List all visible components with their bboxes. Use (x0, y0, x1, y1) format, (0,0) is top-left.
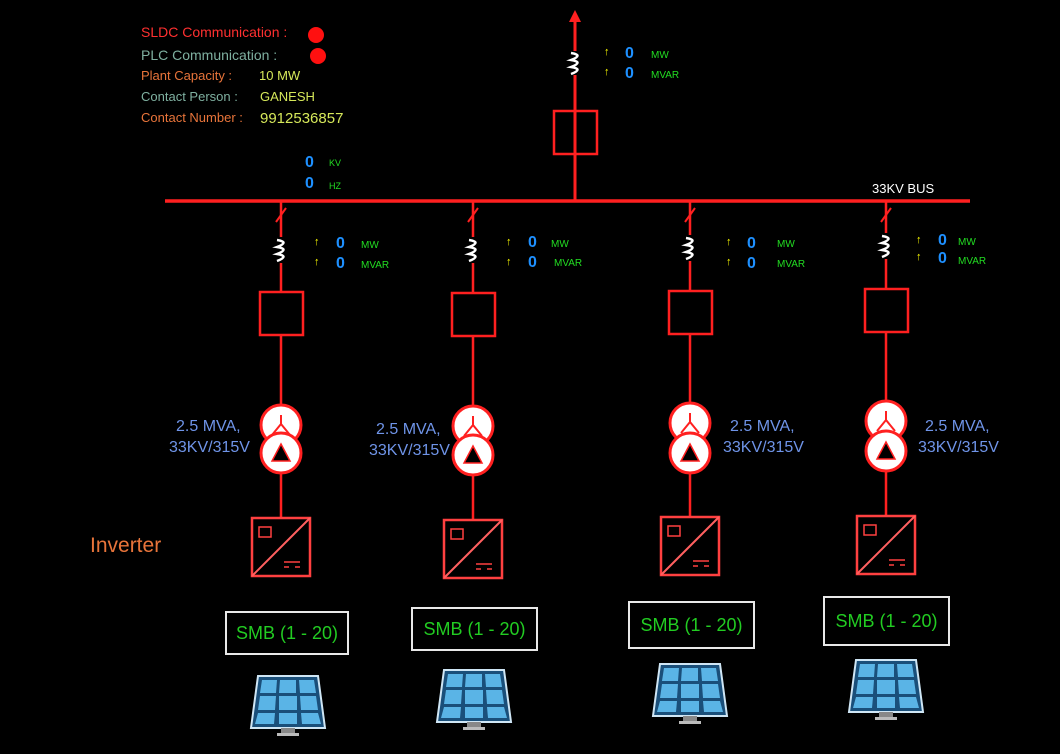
plc-status-indicator (310, 48, 326, 64)
transformer-rating: 2.5 MVA, (376, 421, 441, 438)
mvar-arrow-icon: ↑ (604, 66, 610, 78)
feeder-mvar-unit: MVAR (361, 260, 390, 271)
mvar-arrow-icon: ↑ (506, 256, 512, 268)
feeder-4 (848, 201, 924, 721)
feeder-mw-unit: MW (361, 240, 379, 251)
delta-winding-icon (270, 442, 292, 462)
smb-box[interactable]: SMB (1 - 20) (628, 601, 755, 649)
isolator-icon (275, 207, 287, 223)
wye-winding-icon (680, 413, 700, 434)
breaker[interactable] (450, 291, 497, 338)
breaker[interactable] (863, 287, 910, 334)
feeder-mw-unit: MW (958, 237, 976, 248)
feeder-mvar-value: 0 (528, 254, 537, 271)
bus-kv-unit: KV (329, 158, 342, 168)
solar-panel-icon (436, 669, 512, 731)
feeder-1 (250, 201, 326, 737)
feeder-mw-value: 0 (938, 232, 947, 249)
sldc-status-indicator (308, 27, 324, 43)
wye-winding-icon (463, 416, 483, 437)
sldc-label: SLDC Communication : (141, 24, 288, 40)
capacity-label: Plant Capacity : (141, 68, 233, 83)
mvar-arrow-icon: ↑ (726, 256, 732, 268)
feeder-mvar-unit: MVAR (554, 258, 583, 269)
bus-label: 33KV BUS (872, 181, 935, 196)
transformer-voltage: 33KV/315V (723, 439, 804, 456)
feeder-mw-value: 0 (747, 235, 756, 252)
bus-kv-value: 0 (305, 154, 314, 171)
transformer-rating: 2.5 MVA, (176, 418, 241, 435)
export-arrow-icon (569, 10, 581, 22)
isolator-icon (467, 207, 479, 223)
feeder-mw-unit: MW (551, 239, 569, 250)
transformer-voltage: 33KV/315V (918, 439, 999, 456)
smb-box[interactable]: SMB (1 - 20) (823, 596, 950, 646)
main-mvar-value: 0 (625, 65, 634, 82)
feeder-mw-value: 0 (336, 235, 345, 252)
breaker[interactable] (258, 290, 305, 337)
mw-arrow-icon: ↑ (604, 46, 610, 58)
smb-box[interactable]: SMB (1 - 20) (411, 607, 538, 651)
feeder-mw-value: 0 (528, 234, 537, 251)
mvar-arrow-icon: ↑ (916, 251, 922, 263)
solar-panel-icon (652, 663, 728, 725)
transformer-voltage: 33KV/315V (369, 442, 450, 459)
contact-value: GANESH (260, 89, 315, 104)
inverter-icon[interactable] (250, 516, 312, 578)
mw-arrow-icon: ↑ (726, 236, 732, 248)
inverter-icon[interactable] (855, 514, 917, 576)
feeder-mw-unit: MW (777, 239, 795, 250)
feeder-2 (436, 201, 512, 731)
number-value: 9912536857 (260, 110, 344, 127)
wye-winding-icon (271, 415, 291, 436)
bus-hz-value: 0 (305, 175, 314, 192)
main-breaker[interactable] (552, 109, 599, 156)
smb-box[interactable]: SMB (1 - 20) (225, 611, 349, 655)
delta-winding-icon (679, 442, 701, 462)
transformer-rating: 2.5 MVA, (925, 418, 990, 435)
main-mw-unit: MW (651, 50, 669, 61)
mw-arrow-icon: ↑ (314, 236, 320, 248)
main-mw-value: 0 (625, 45, 634, 62)
bus-hz-unit: HZ (329, 181, 341, 191)
plc-label: PLC Communication : (141, 47, 278, 63)
number-label: Contact Number : (141, 110, 243, 125)
wye-winding-icon (876, 411, 896, 432)
feeder-3 (652, 201, 728, 725)
mw-arrow-icon: ↑ (916, 234, 922, 246)
mw-arrow-icon: ↑ (506, 236, 512, 248)
inverter-label: Inverter (90, 534, 162, 557)
transformer-rating: 2.5 MVA, (730, 418, 795, 435)
breaker[interactable] (667, 289, 714, 336)
delta-winding-icon (462, 444, 484, 464)
feeder-mvar-unit: MVAR (777, 259, 806, 270)
transformer-voltage: 33KV/315V (169, 439, 250, 456)
feeder-mvar-value: 0 (336, 255, 345, 272)
isolator-icon (880, 207, 892, 223)
capacity-value: 10 MW (259, 68, 301, 83)
mvar-arrow-icon: ↑ (314, 256, 320, 268)
inverter-icon[interactable] (442, 518, 504, 580)
inverter-icon[interactable] (659, 515, 721, 577)
feeder-mvar-unit: MVAR (958, 256, 987, 267)
isolator-icon (684, 207, 696, 223)
main-mvar-unit: MVAR (651, 70, 680, 81)
delta-winding-icon (875, 440, 897, 460)
feeder-mvar-value: 0 (747, 255, 756, 272)
contact-label: Contact Person : (141, 89, 238, 104)
solar-panel-icon (250, 675, 326, 737)
solar-panel-icon (848, 659, 924, 721)
main-feeder (552, 10, 599, 200)
feeder-mvar-value: 0 (938, 250, 947, 267)
